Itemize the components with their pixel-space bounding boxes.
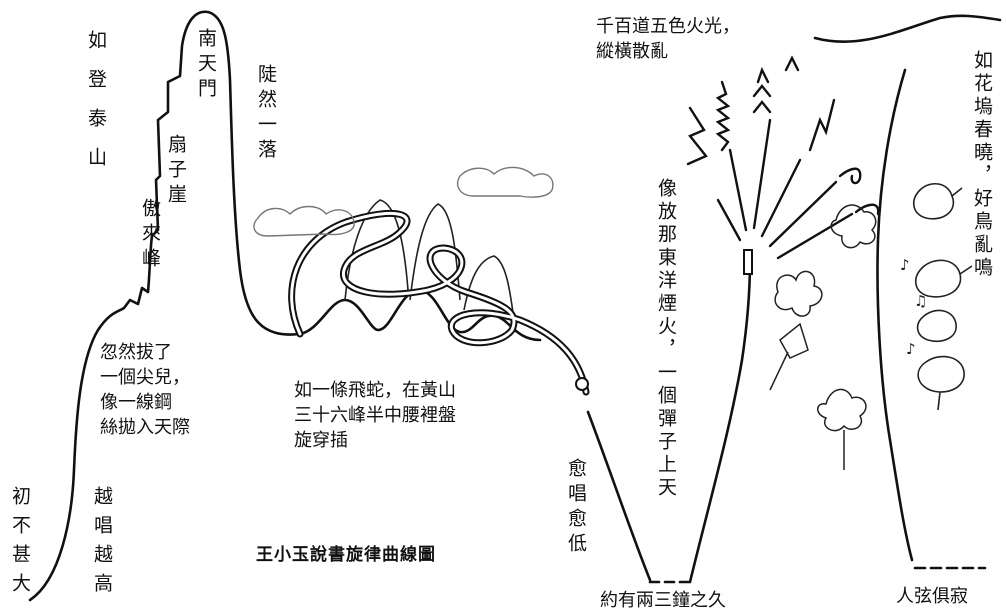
- melody-curve-line: [28, 10, 302, 602]
- zigzag-2: [808, 98, 836, 152]
- peak-2: [409, 203, 461, 301]
- curl-2: [854, 203, 880, 216]
- label-yue-chang-yue-gao: 越唱越高: [91, 486, 113, 602]
- cloud-2: [456, 166, 554, 198]
- label-yu-chang-yu-di: 愈唱愈低: [565, 458, 587, 558]
- music-note-2: ♫: [914, 292, 927, 310]
- bird-1: [913, 183, 963, 220]
- ray-3: [752, 118, 772, 230]
- firework-rocket: [743, 249, 753, 275]
- ray-1: [716, 198, 742, 242]
- curl-1: [838, 167, 862, 185]
- label-yue-you: 約有兩三鐘之久: [600, 590, 726, 611]
- label-ru-deng-tai-shan: 如登泰山: [85, 30, 107, 186]
- label-ru-hua-wu: 如花塢春曉，好鳥亂鳴: [971, 50, 993, 280]
- bird-4: [917, 355, 965, 411]
- music-note-3: ♪: [906, 340, 916, 358]
- ray-2: [728, 148, 748, 232]
- ray-4: [760, 158, 802, 238]
- flower-3: [769, 322, 809, 391]
- label-chu-bu-shen-da: 初不甚大: [9, 486, 31, 602]
- chevrons-1: [752, 66, 772, 114]
- ascent-line: [688, 258, 752, 584]
- peak-3: [463, 255, 515, 321]
- label-yan-huo: 像放那東洋煙火，一個彈子上天: [655, 178, 677, 500]
- diagram-title: 王小玉說書旋律曲線圖: [256, 545, 436, 565]
- right-descent: [876, 68, 914, 562]
- bird-2: [915, 259, 973, 298]
- descent-line: [586, 410, 652, 582]
- ray-6: [776, 212, 854, 260]
- flower-4: [817, 388, 867, 470]
- label-nan-tian-men: 南天門: [195, 28, 217, 103]
- right-curve: [813, 14, 1002, 43]
- label-hu-ran: 忽然拔了 一個尖兒， 像一線鋼 絲拋入天際: [100, 342, 190, 438]
- chevrons-2: [784, 55, 800, 72]
- music-note-1: ♪: [900, 256, 910, 274]
- coil-1: [715, 80, 731, 152]
- flower-2: [774, 270, 823, 317]
- label-dou-ran-yi-luo: 陡然一落: [255, 64, 277, 164]
- label-fei-she: 如一條飛蛇，在黃山 三十六峰半中腰裡盤 旋穿插: [294, 380, 456, 451]
- cloud-1: [253, 205, 355, 237]
- flower-1: [830, 204, 877, 249]
- label-ao-lai-feng: 傲來峰: [139, 198, 161, 273]
- label-ren-xian: 人弦俱寂: [896, 586, 968, 607]
- label-shan-zi-ya: 扇子崖: [165, 134, 187, 209]
- serpent-head: [575, 377, 589, 391]
- bird-3: [916, 309, 957, 342]
- label-huo-guang: 千百道五色火光， 縱橫散亂: [596, 16, 740, 62]
- zigzag-1: [686, 106, 708, 166]
- ray-5: [768, 180, 838, 248]
